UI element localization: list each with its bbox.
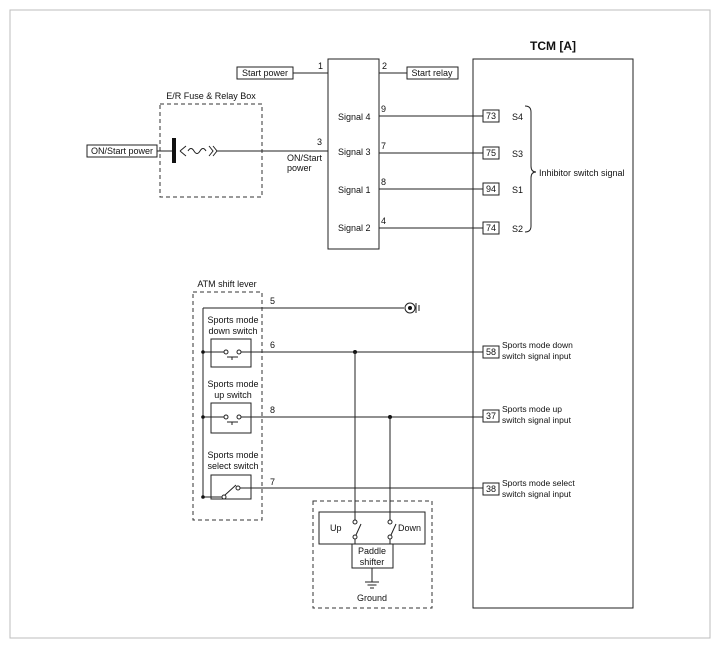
tcm-pin-number: 58	[486, 347, 496, 357]
signal-name: Signal 3	[338, 147, 371, 157]
start-power-pin: 1	[318, 61, 323, 71]
signal-name: Signal 1	[338, 185, 371, 195]
paddle-down-label: Down	[398, 523, 421, 533]
tcm-input-line1: Sports mode up	[502, 404, 562, 414]
tcm-input-line1: Sports mode select	[502, 478, 575, 488]
on-start-line1: ON/Start	[287, 153, 323, 163]
switch-title-line2: select switch	[207, 461, 258, 471]
signal-name: Signal 4	[338, 112, 371, 122]
switch-box	[210, 474, 252, 500]
switch-wire-number: 7	[270, 477, 275, 487]
signal-connector	[327, 58, 380, 250]
start-relay-label: Start relay	[411, 68, 453, 78]
inhibitor-label: Inhibitor switch signal	[539, 168, 625, 178]
paddle-down-switch-icon	[387, 519, 397, 544]
tcm-module	[472, 58, 634, 609]
signal-row-1: Signal 1 8 94 S1	[338, 177, 523, 196]
paddle-up-label: Up	[330, 523, 342, 533]
signal-code: S3	[512, 149, 523, 159]
signal-code: S2	[512, 224, 523, 234]
tcm-input-line2: switch signal input	[502, 415, 572, 425]
ground-wire-number: 5	[270, 296, 275, 306]
fuse-relay-box-label: E/R Fuse & Relay Box	[166, 91, 256, 101]
switch-box	[210, 338, 252, 368]
sports-mode-down-switch: Sports mode down switch	[201, 315, 259, 368]
fuse-icon	[179, 145, 218, 157]
switch-box	[210, 402, 252, 434]
signal-row-2: Signal 2 4 74 S2	[338, 216, 523, 235]
paddle-shifter-line2: shifter	[360, 557, 385, 567]
atm-shift-lever-box	[192, 291, 263, 521]
tcm-pin-box	[482, 221, 500, 235]
tcm-pin-box	[482, 409, 500, 423]
tcm-pin-number: 94	[486, 184, 496, 194]
switch-wire-number: 6	[270, 340, 275, 350]
paddle-shifter-label-box	[351, 543, 394, 569]
switch-title-line2: down switch	[208, 326, 257, 336]
tcm-pin-box	[482, 109, 500, 123]
sports-mode-select-switch: Sports mode select switch	[201, 450, 259, 500]
tcm-pin-number: 37	[486, 411, 496, 421]
tcm-pin-number: 73	[486, 111, 496, 121]
tcm-input-line2: switch signal input	[502, 489, 572, 499]
tcm-title: TCM [A]	[530, 39, 576, 53]
signal-row-3: Signal 3 7 75 S3	[338, 141, 523, 160]
paddle-up-switch-icon	[352, 519, 362, 544]
tcm-pin-number: 75	[486, 148, 496, 158]
switch-title-line1: Sports mode	[207, 379, 258, 389]
start-power-label: Start power	[242, 68, 288, 78]
signal-wire: 9	[381, 104, 386, 114]
signal-row-4: Signal 4 9 73 S4	[338, 104, 523, 123]
tcm-pin-number: 74	[486, 223, 496, 233]
ground-icon	[365, 581, 379, 589]
sports-mode-up-switch: Sports mode up switch	[201, 379, 259, 434]
tcm-pin-number: 38	[486, 484, 496, 494]
on-start-line2: power	[287, 163, 312, 173]
signal-name: Signal 2	[338, 223, 371, 233]
ground-symbol-icon	[404, 302, 420, 314]
tcm-input-line2: switch signal input	[502, 351, 572, 361]
tcm-pin-box	[482, 482, 500, 496]
signal-wire: 8	[381, 177, 386, 187]
inhibitor-brace	[524, 105, 537, 233]
fuse-block	[172, 138, 176, 163]
switch-title-line2: up switch	[214, 390, 252, 400]
tcm-input-line1: Sports mode down	[502, 340, 573, 350]
signal-code: S1	[512, 185, 523, 195]
signal-wire: 7	[381, 141, 386, 151]
switch-title-line1: Sports mode	[207, 450, 258, 460]
switch-wire-number: 8	[270, 405, 275, 415]
start-relay-pin: 2	[382, 61, 387, 71]
tcm-pin-box	[482, 146, 500, 160]
on-start-pin: 3	[317, 137, 322, 147]
on-start-power-label: ON/Start power	[91, 146, 153, 156]
paddle-shifter-line1: Paddle	[358, 546, 386, 556]
paddle-shifter-dashed-box	[312, 500, 433, 609]
signal-wire: 4	[381, 216, 386, 226]
diagram-frame	[9, 9, 711, 639]
tcm-pin-box	[482, 182, 500, 196]
tcm-pin-box	[482, 345, 500, 359]
switch-title-line1: Sports mode	[207, 315, 258, 325]
atm-shift-lever-label: ATM shift lever	[197, 279, 256, 289]
signal-code: S4	[512, 112, 523, 122]
ground-label: Ground	[357, 593, 387, 603]
